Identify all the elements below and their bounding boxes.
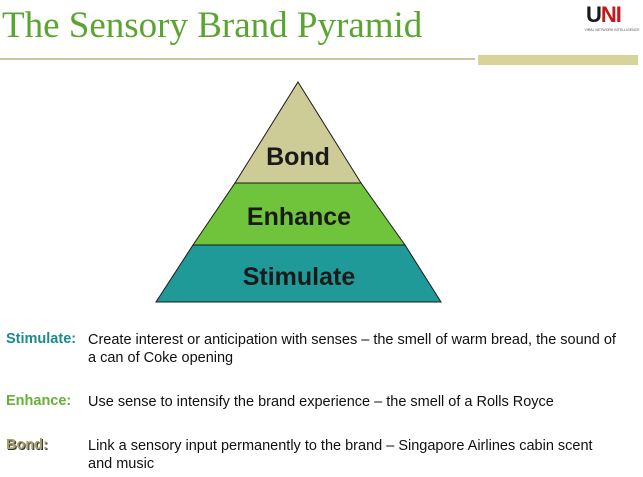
pyramid-label-bond: Bond	[266, 143, 330, 171]
logo-wordmark-suffix: NI	[600, 2, 622, 27]
logo-tagline: VIRAL NETWORK INTELLIGENCE	[584, 28, 640, 32]
title-accent-bar	[478, 55, 638, 65]
definition-term-bond: Bond:	[6, 437, 48, 453]
definition-term-enhance: Enhance:	[6, 393, 72, 409]
pyramid-layer-stimulate-shape	[155, 244, 442, 303]
uni-logo: UNI VIRAL NETWORK INTELLIGENCE	[583, 2, 641, 36]
logo-wordmark: UNI	[586, 2, 622, 28]
definition-text-bond: Link a sensory input permanently to the …	[88, 438, 593, 472]
slide-title: The Sensory Brand Pyramid	[2, 5, 423, 46]
definition-term-stimulate: Stimulate:	[6, 331, 77, 347]
definition-text-stimulate: Create interest or anticipation with sen…	[88, 332, 616, 366]
definition-text-enhance: Use sense to intensify the brand experie…	[88, 394, 554, 410]
logo-wordmark-prefix: U	[586, 2, 602, 27]
pyramid-label-stimulate: Stimulate	[242, 263, 356, 291]
title-divider	[0, 58, 475, 60]
pyramid-label-enhance: Enhance	[246, 203, 352, 231]
